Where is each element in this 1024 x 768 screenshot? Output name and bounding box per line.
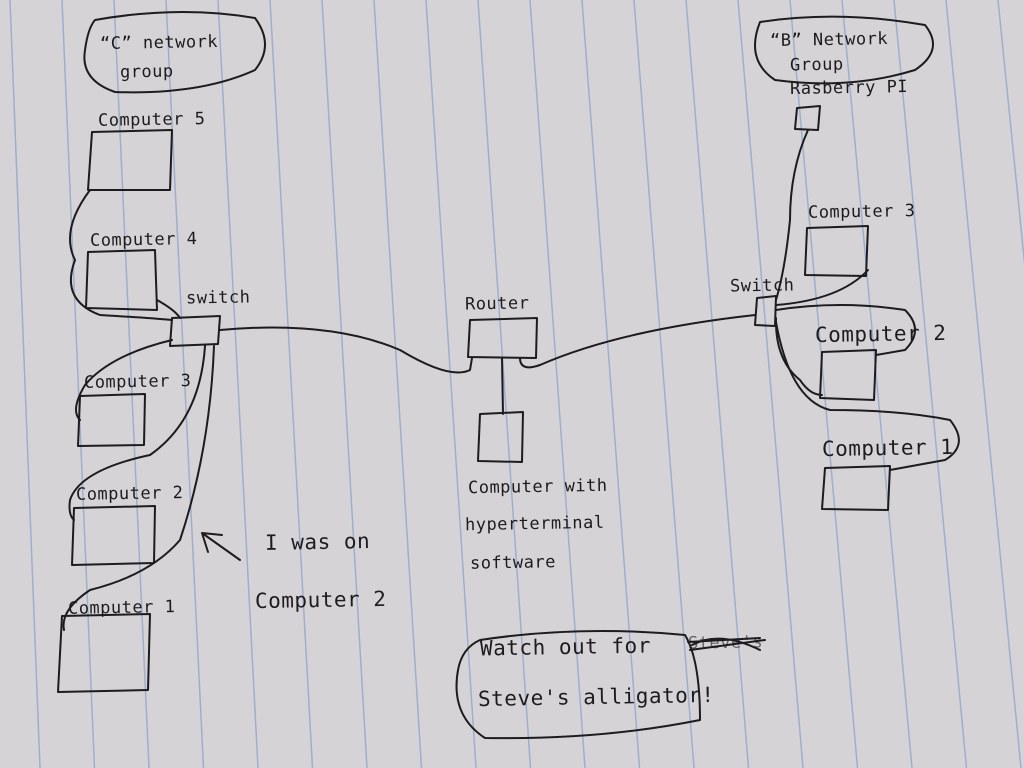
arrow-icon (201, 532, 241, 561)
scribble-strikeout (687, 637, 766, 651)
rule-line (9, 0, 41, 768)
rule-line (997, 0, 1024, 266)
b-computer-2-label: Computer 2 (814, 320, 947, 348)
rule-line (893, 0, 968, 768)
computer-1-box (57, 613, 151, 693)
c-computer-3-label: Computer 3 (83, 371, 192, 393)
rule-line (581, 0, 641, 768)
rule-line (841, 0, 913, 768)
warning-line-2: Steve's alligator! (477, 682, 715, 712)
c-switch-label: switch (185, 287, 251, 309)
cable (775, 269, 869, 306)
b-computer-3-label: Computer 3 (807, 201, 916, 223)
router-box (467, 317, 538, 359)
hyperterminal-computer-box (477, 411, 524, 463)
warning-line-1: Watch out for (479, 633, 652, 661)
cable (519, 314, 756, 369)
rule-line (373, 0, 423, 768)
rule-line (217, 0, 259, 768)
rule-line (269, 0, 314, 768)
cable (62, 345, 215, 631)
hyperterminal-label-1: Computer with (467, 475, 608, 499)
hyperterminal-label-3: software (469, 552, 557, 574)
cable (156, 299, 181, 319)
computer-4-box (85, 249, 158, 311)
cable (775, 321, 960, 471)
cable (68, 345, 206, 521)
rule-line (165, 0, 205, 768)
cable (775, 129, 809, 301)
b-group-title: “B” Network (769, 28, 889, 52)
annotation-line-1: I was on (264, 529, 371, 555)
c-computer-5-label: Computer 5 (97, 109, 206, 131)
cable (501, 357, 504, 415)
computer-3b-box (804, 225, 869, 277)
router-label: Router (464, 293, 530, 315)
cable (69, 189, 173, 321)
b-switch-label: Switch (729, 275, 795, 297)
rule-line (789, 0, 859, 768)
warning-bubble (455, 630, 701, 740)
cable (75, 339, 173, 421)
crossed-out-word: Steve's (687, 632, 764, 654)
cable (775, 304, 916, 356)
rule-line (61, 0, 96, 768)
rule-line (945, 0, 1022, 768)
computer-2b-box (819, 349, 877, 401)
b-computer-1-label: Computer 1 (821, 434, 954, 462)
c-group-subtitle: group (119, 61, 174, 83)
switch-b-box (754, 295, 777, 327)
computer-3-box (77, 393, 146, 447)
raspberry-pi-label: Rasberry PI (789, 76, 909, 100)
rule-line (321, 0, 368, 768)
c-group-bubble (83, 10, 266, 94)
c-computer-2-label: Computer 2 (75, 483, 184, 505)
annotation-line-2: Computer 2 (254, 586, 387, 614)
rule-line (529, 0, 586, 768)
switch-c-box (169, 315, 221, 347)
cable (774, 317, 823, 396)
b-group-bubble (754, 15, 934, 85)
raspberry-pi-box (794, 105, 821, 131)
c-computer-4-label: Computer 4 (89, 229, 198, 251)
rule-line (113, 0, 150, 768)
rule-line (737, 0, 804, 768)
cable (219, 326, 473, 374)
c-computer-1-label: Computer 1 (67, 597, 176, 619)
rule-line (633, 0, 695, 768)
computer-1b-box (821, 465, 891, 511)
rule-line (425, 0, 477, 768)
b-group-subtitle: Group (789, 54, 844, 76)
rule-line (477, 0, 532, 768)
hyperterminal-label-2: hyperterminal (464, 512, 605, 536)
computer-5-box (87, 129, 173, 191)
c-group-title: “C” network (99, 31, 219, 55)
